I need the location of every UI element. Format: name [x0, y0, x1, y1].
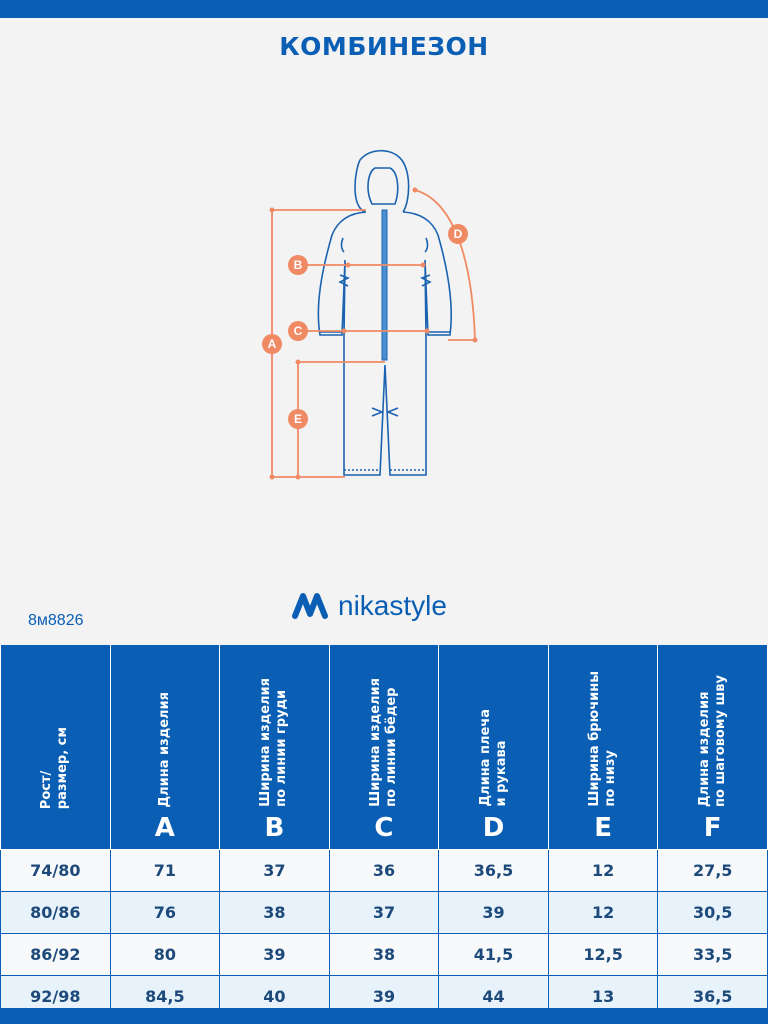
page-title: КОМБИНЕЗОН	[279, 32, 489, 61]
value-cell: 39	[219, 933, 330, 976]
size-cell: 74/80	[0, 849, 111, 892]
size-cell: 86/92	[0, 933, 111, 976]
value-cell: 37	[328, 891, 440, 934]
brand-logo-icon	[292, 593, 328, 619]
value-cell: 76	[109, 891, 221, 934]
header-size: Рост/ размер, см	[0, 645, 111, 850]
label-d: D	[454, 227, 463, 241]
value-cell: 12,5	[547, 933, 659, 976]
label-c: C	[294, 324, 303, 338]
value-cell: 33,5	[657, 933, 768, 976]
product-code: 8м8826	[28, 612, 84, 629]
size-cell: 80/86	[0, 891, 111, 934]
value-cell: 30,5	[657, 891, 768, 934]
value-cell: 27,5	[657, 849, 768, 892]
value-cell: 71	[109, 849, 221, 892]
brand-logo: nikastyle	[292, 590, 447, 622]
label-b: B	[294, 258, 303, 272]
value-cell: 36	[328, 849, 440, 892]
brand-name: nikastyle	[338, 590, 447, 621]
value-cell: 39	[438, 891, 549, 934]
bottom-bar	[0, 1008, 768, 1024]
value-cell: 36,5	[438, 849, 549, 892]
jumpsuit-measurement-diagram: A B C D E	[262, 149, 478, 480]
label-a: A	[268, 337, 277, 351]
value-cell: 38	[219, 891, 330, 934]
value-cell: 41,5	[438, 933, 549, 976]
value-cell: 37	[219, 849, 330, 892]
value-cell: 80	[109, 933, 221, 976]
value-cell: 12	[547, 891, 659, 934]
value-cell: 12	[547, 849, 659, 892]
label-e: E	[294, 412, 302, 426]
top-bar	[0, 0, 768, 18]
value-cell: 38	[328, 933, 440, 976]
